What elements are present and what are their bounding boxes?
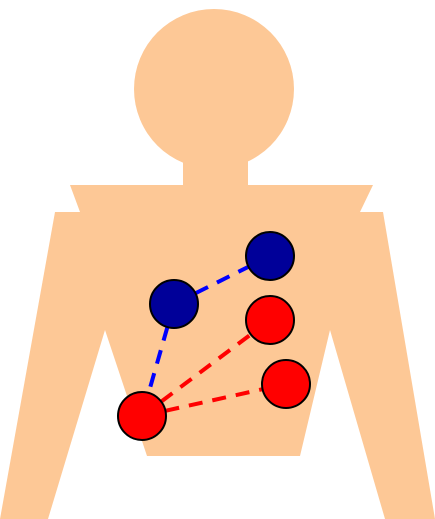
electrode-blue-center xyxy=(150,280,198,328)
electrode-blue-top-right xyxy=(246,232,294,280)
head xyxy=(134,9,294,169)
electrode-red-mid-right xyxy=(246,296,294,344)
electrode-red-lower-right xyxy=(262,360,310,408)
electrode-red-bottom-left xyxy=(118,392,166,440)
